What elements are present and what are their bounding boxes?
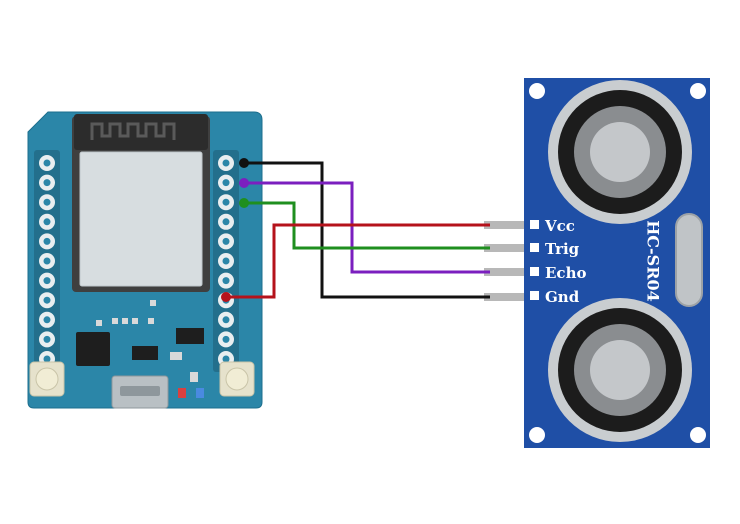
pin-marker: [530, 267, 539, 276]
pin-marker: [530, 220, 539, 229]
pin-label-gnd: Gnd: [545, 288, 580, 306]
chip: [176, 328, 204, 344]
pin-label-vcc: Vcc: [544, 217, 575, 235]
pin-marker: [530, 291, 539, 300]
wire-echo-endpoint: [239, 178, 249, 188]
sensor-model-label: HC-SR04: [644, 220, 663, 302]
left-pin-header: [34, 150, 60, 372]
antenna-trace: [90, 122, 176, 140]
wire-echo: [244, 181, 490, 274]
crystal-oscillator: [675, 213, 703, 307]
boot-button: [219, 361, 255, 397]
mount-hole: [529, 427, 545, 443]
chip: [132, 346, 158, 360]
wifi-module: [72, 114, 210, 292]
hc-sr04-sensor: HC-SR04 Vcc Trig Echo Gnd: [484, 78, 710, 448]
mount-hole: [690, 83, 706, 99]
wire-gnd: [244, 161, 490, 299]
pin-marker: [530, 243, 539, 252]
wire-gnd-endpoint: [239, 158, 249, 168]
mount-hole: [529, 83, 545, 99]
wire-vcc-endpoint: [221, 292, 231, 302]
transducer-bottom: [548, 298, 692, 442]
chip: [76, 332, 110, 366]
module-shield: [79, 151, 203, 287]
esp32-board: [27, 111, 263, 409]
sensor-header-pins: [484, 221, 528, 301]
component: [170, 352, 182, 360]
led-blue: [196, 388, 204, 398]
board-components: [29, 300, 255, 409]
transducer-top: [548, 80, 692, 224]
mount-hole: [690, 427, 706, 443]
wires: [221, 158, 490, 302]
wire-vcc: [226, 223, 490, 299]
led-red: [178, 388, 186, 398]
wire-trig-endpoint: [239, 198, 249, 208]
right-pin-header: [213, 150, 239, 372]
pin-labels: Vcc Trig Echo Gnd: [530, 217, 586, 306]
reset-button: [29, 361, 65, 397]
pin-label-trig: Trig: [545, 240, 580, 258]
pin-label-echo: Echo: [545, 264, 586, 282]
